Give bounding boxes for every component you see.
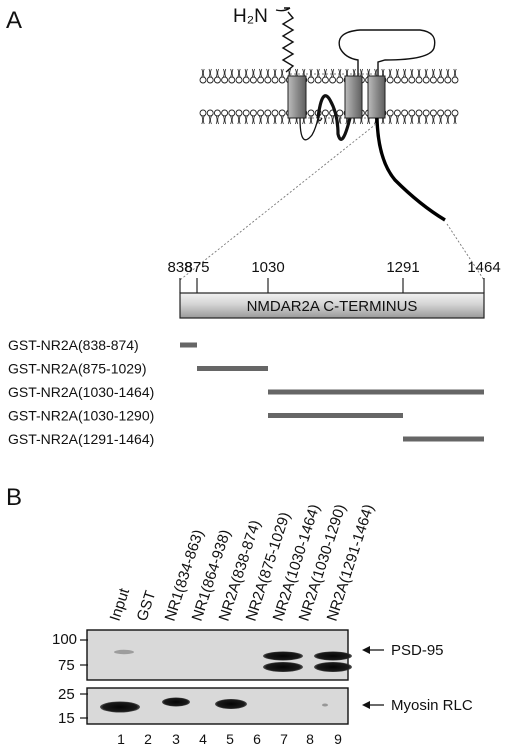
membrane-diagram: H₂N <box>179 6 485 281</box>
marker-100: 100 <box>52 631 77 648</box>
lane-number: 8 <box>306 731 314 747</box>
panel-b-label: B <box>6 484 22 511</box>
construct-label: GST-NR2A(875-1029) <box>8 361 147 377</box>
lane-number: 5 <box>226 731 234 747</box>
lane-label: GST <box>134 589 160 624</box>
lane-number: 2 <box>144 731 152 747</box>
lane-label: Input <box>107 585 134 623</box>
marker-75: 75 <box>58 657 75 674</box>
construct-bar <box>403 436 484 442</box>
construct-bar <box>268 389 484 395</box>
lane-number: 6 <box>253 731 261 747</box>
construct-label: GST-NR2A(1030-1464) <box>8 384 154 400</box>
scale-tick-label: 1464 <box>467 259 500 276</box>
scale-tick-label: 838 <box>167 259 192 276</box>
blot-target-psd-95: PSD-95 <box>391 642 444 659</box>
construct-bar <box>197 366 268 371</box>
blot-psd-95: 100 75 PSD-95 <box>52 629 444 681</box>
n-terminus-label: H₂N <box>233 6 268 27</box>
blot-myosin-rlc: 25 15 Myosin RLC <box>58 686 473 727</box>
scale-tick-label: 1291 <box>386 259 419 276</box>
construct-list: GST-NR2A(838-874) GST-NR2A(875-1029) GST-N… <box>8 337 484 447</box>
scale-tick-label: 875 <box>184 259 209 276</box>
lane-number: 9 <box>334 731 342 747</box>
blot-target-myosin-rlc: Myosin RLC <box>391 697 473 714</box>
construct-label: GST-NR2A(1030-1290) <box>8 408 154 424</box>
scale-tick-label: 1030 <box>251 259 284 276</box>
lane-number: 1 <box>117 731 125 747</box>
marker-15: 15 <box>58 710 75 727</box>
panel-a-label: A <box>6 7 22 34</box>
construct-bar <box>268 413 403 418</box>
construct-bar <box>180 342 197 348</box>
lane-numbers: 1 2 3 4 5 6 7 8 9 <box>117 731 342 747</box>
marker-25: 25 <box>58 686 75 703</box>
nmdar2a-c-terminus-bar: NMDAR2A C-TERMINUS <box>179 292 485 319</box>
domain-bar-label: NMDAR2A C-TERMINUS <box>247 298 418 315</box>
construct-label: GST-NR2A(1291-1464) <box>8 431 154 447</box>
lane-number: 7 <box>280 731 288 747</box>
lane-number: 3 <box>172 731 180 747</box>
construct-label: GST-NR2A(838-874) <box>8 337 139 353</box>
lane-number: 4 <box>199 731 207 747</box>
